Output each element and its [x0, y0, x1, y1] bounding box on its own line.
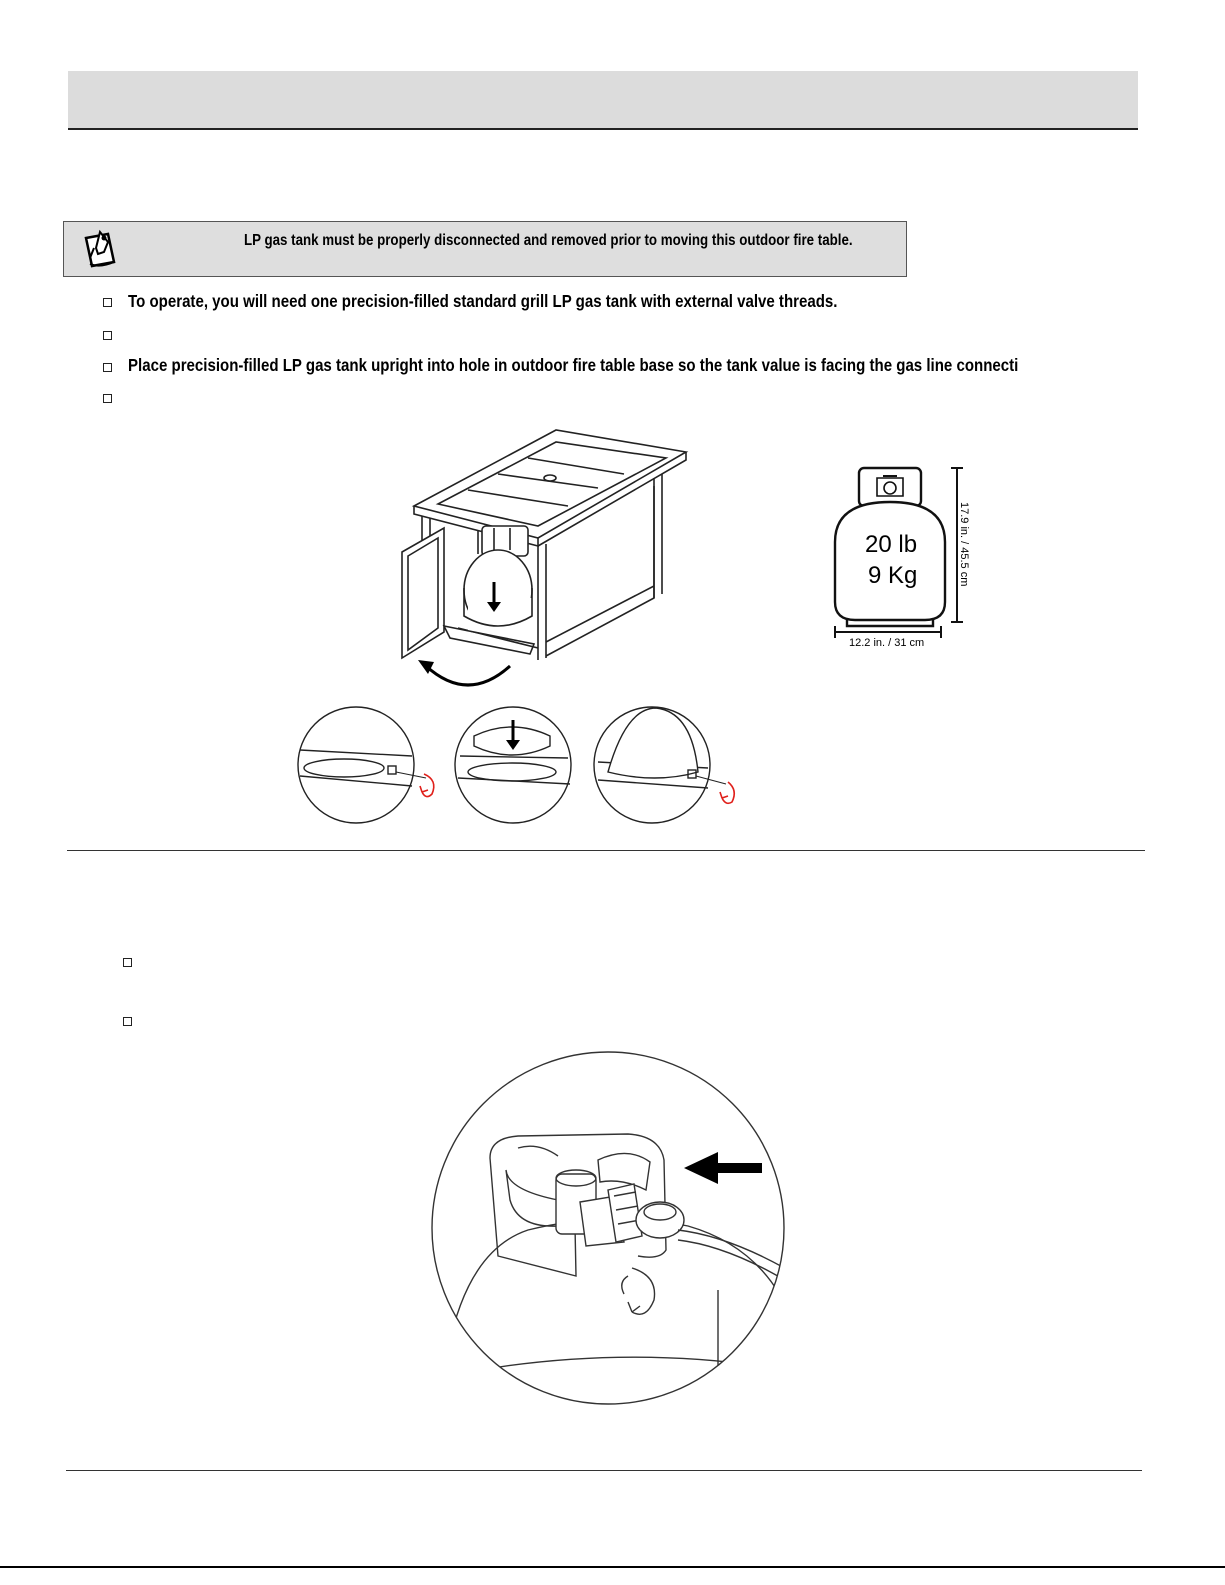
tank-dimension-illustration: 20 lb 9 Kg 17.9 in. / 45.5 cm 12.2 in. /…: [833, 466, 970, 649]
footer-rule: [0, 1566, 1225, 1568]
fire-table-with-tank-illustration: [401, 429, 689, 687]
tank-weight-lb: 20 lb: [865, 531, 917, 558]
step-checkbox-1: [103, 298, 112, 307]
tank-width-label: 12.2 in. / 31 cm: [849, 637, 924, 649]
step-checkbox-3: [103, 363, 112, 372]
step-checkbox-4: [103, 394, 112, 403]
regulator-connection-illustration: [431, 1051, 785, 1405]
tank-height-label: 17.9 in. / 45.5 cm: [958, 502, 970, 586]
tank-weight-kg: 9 Kg: [868, 562, 917, 589]
section-divider: [67, 850, 1145, 851]
step-text-3: Place precision-filled LP gas tank uprig…: [128, 355, 1019, 375]
section-header-bar: [68, 71, 1138, 130]
bottom-divider: [66, 1470, 1142, 1471]
note-text: LP gas tank must be properly disconnecte…: [244, 232, 853, 249]
note-box: LP gas tank must be properly disconnecte…: [63, 221, 907, 277]
tank-placement-detail-illustrations: [297, 706, 736, 824]
step2-checkbox-2: [123, 1017, 132, 1026]
step2-checkbox-1: [123, 958, 132, 967]
note-pencil-icon: [84, 229, 116, 268]
step-checkbox-2: [103, 331, 112, 340]
step-text-1: To operate, you will need one precision-…: [128, 291, 838, 311]
